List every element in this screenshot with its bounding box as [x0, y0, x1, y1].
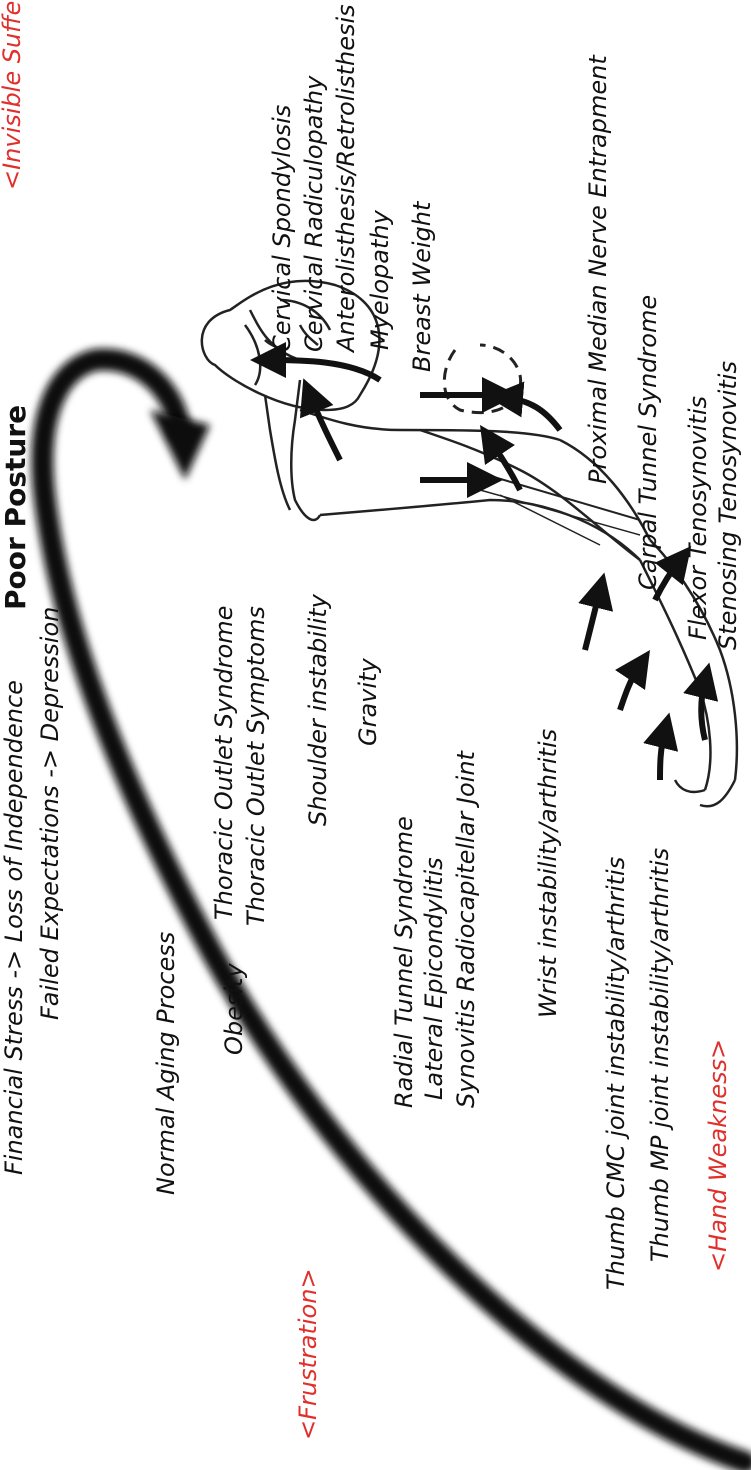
- thumb-mp-arrow: [660, 730, 665, 780]
- normal-aging-label: Normal Aging Process: [154, 932, 178, 1195]
- thumb-cmc-arrow: [620, 665, 640, 710]
- lateral-epicondylitis-label: Lateral Epicondylitis: [422, 857, 446, 1100]
- financial-stress-label: Financial Stress -> Loss of Independence: [2, 680, 26, 1175]
- cervical-arrow: [268, 360, 380, 380]
- carpal-tunnel-label: Carpal Tunnel Syndrome: [636, 295, 660, 590]
- thoracic-outlet-syndrome-label: Thoracic Outlet Syndrome: [212, 606, 236, 920]
- spiral-arrowhead: [150, 410, 210, 480]
- flexor-tenosynovitis-label: Flexor Tenosynovitis: [686, 396, 710, 640]
- wrist-instability-label: Wrist instability/arthritis: [536, 729, 560, 1018]
- shoulder-instability-label: Shoulder instability: [306, 594, 330, 826]
- median-arrow: [505, 398, 560, 430]
- obesity-label: Obesity: [222, 963, 246, 1055]
- radial-tunnel-label: Radial Tunnel Syndrome: [392, 816, 416, 1108]
- breast-weight-label: Breast Weight: [410, 202, 434, 372]
- proximal-median-label: Proximal Median Nerve Entrapment: [586, 55, 610, 484]
- cervical-spondylosis-label: Cervical Spondylosis: [270, 105, 294, 352]
- failed-expectations-label: Failed Expectations -> Depression: [38, 607, 62, 1020]
- shoulder-arrow: [310, 395, 340, 460]
- thumb-mp-label: Thumb MP joint instability/arthritis: [648, 848, 672, 1262]
- page-title: Poor Posture: [2, 405, 30, 610]
- thoracic-outlet-symptoms-label: Thoracic Outlet Symptoms: [244, 606, 268, 926]
- myelopathy-label: Myelopathy: [368, 210, 392, 350]
- radial-arrow: [490, 440, 520, 490]
- stenosing-tenosynovitis-label: Stenosing Tenosynovitis: [716, 361, 740, 650]
- frustration-label: <Frustration>: [296, 1268, 320, 1440]
- synovitis-label: Synovitis Radiocapitellar Joint: [454, 751, 478, 1108]
- thumb-cmc-label: Thumb CMC joint instability/arthritis: [604, 857, 628, 1290]
- wrist-arrow: [585, 590, 600, 650]
- invisible-suffering-label: <Invisible Suffer: [0, 0, 24, 190]
- arm-illustration: [265, 380, 737, 806]
- anterolisthesis-label: Anterolisthesis/Retrolisthesis: [334, 4, 358, 352]
- hand-weakness-label: <Hand Weakness>: [706, 1039, 730, 1272]
- gravity-label: Gravity: [356, 658, 380, 746]
- cervical-radiculopathy-label: Cervical Radiculopathy: [302, 76, 326, 352]
- breast-outline: [444, 345, 520, 413]
